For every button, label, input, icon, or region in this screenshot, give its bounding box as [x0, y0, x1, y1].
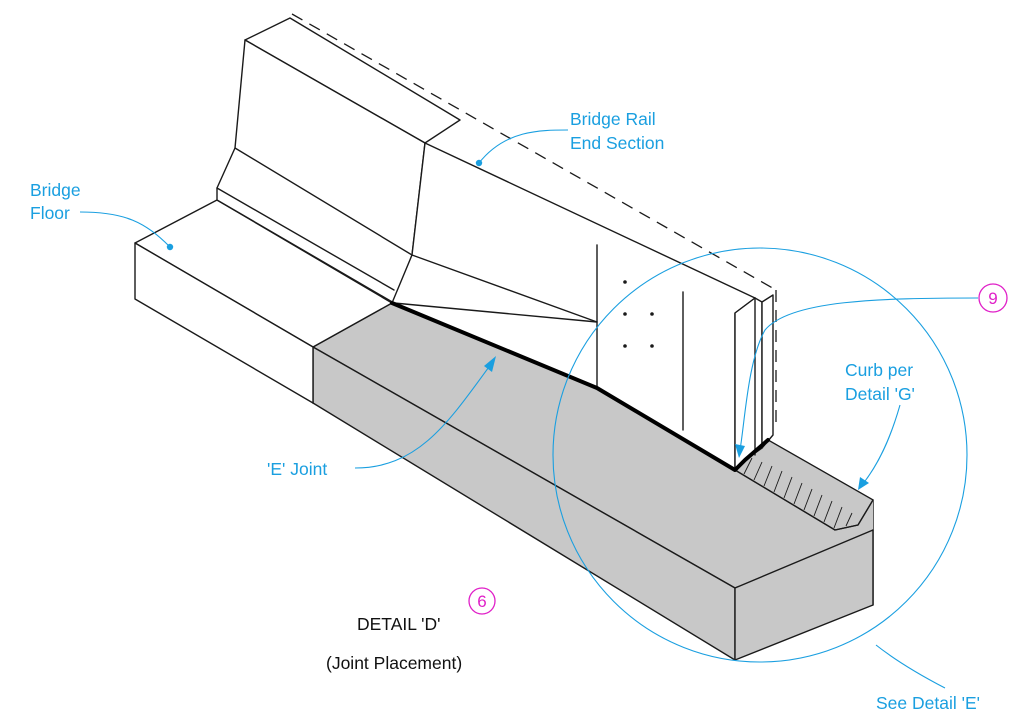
bridge-rail-label-line1: Bridge Rail: [570, 109, 656, 129]
bridge-rail-label-line2: End Section: [570, 133, 664, 153]
bridge-floor-label-line2: Floor: [30, 203, 70, 223]
approach-slab: [312, 302, 874, 661]
curb-label-line2: Detail 'G': [845, 384, 915, 404]
bridge-floor-label-line1: Bridge: [30, 180, 81, 200]
detail-title: DETAIL 'D': [357, 614, 441, 634]
note-9-callout: 9: [978, 283, 1008, 313]
note-6-callout: 6: [468, 587, 496, 615]
e-joint-label: 'E' Joint: [267, 459, 327, 479]
see-detail-e-label: See Detail 'E': [876, 693, 980, 713]
svg-text:6: 6: [477, 592, 486, 611]
bridge-floor: [134, 199, 393, 404]
detail-e-callout-circle: [552, 247, 968, 663]
e-joint-line: [390, 301, 770, 472]
detail-subtitle: (Joint Placement): [326, 653, 462, 673]
curb-label-line1: Curb per: [845, 360, 913, 380]
leaders: [79, 129, 979, 689]
svg-text:9: 9: [988, 289, 997, 308]
bridge-rail: [216, 13, 777, 471]
